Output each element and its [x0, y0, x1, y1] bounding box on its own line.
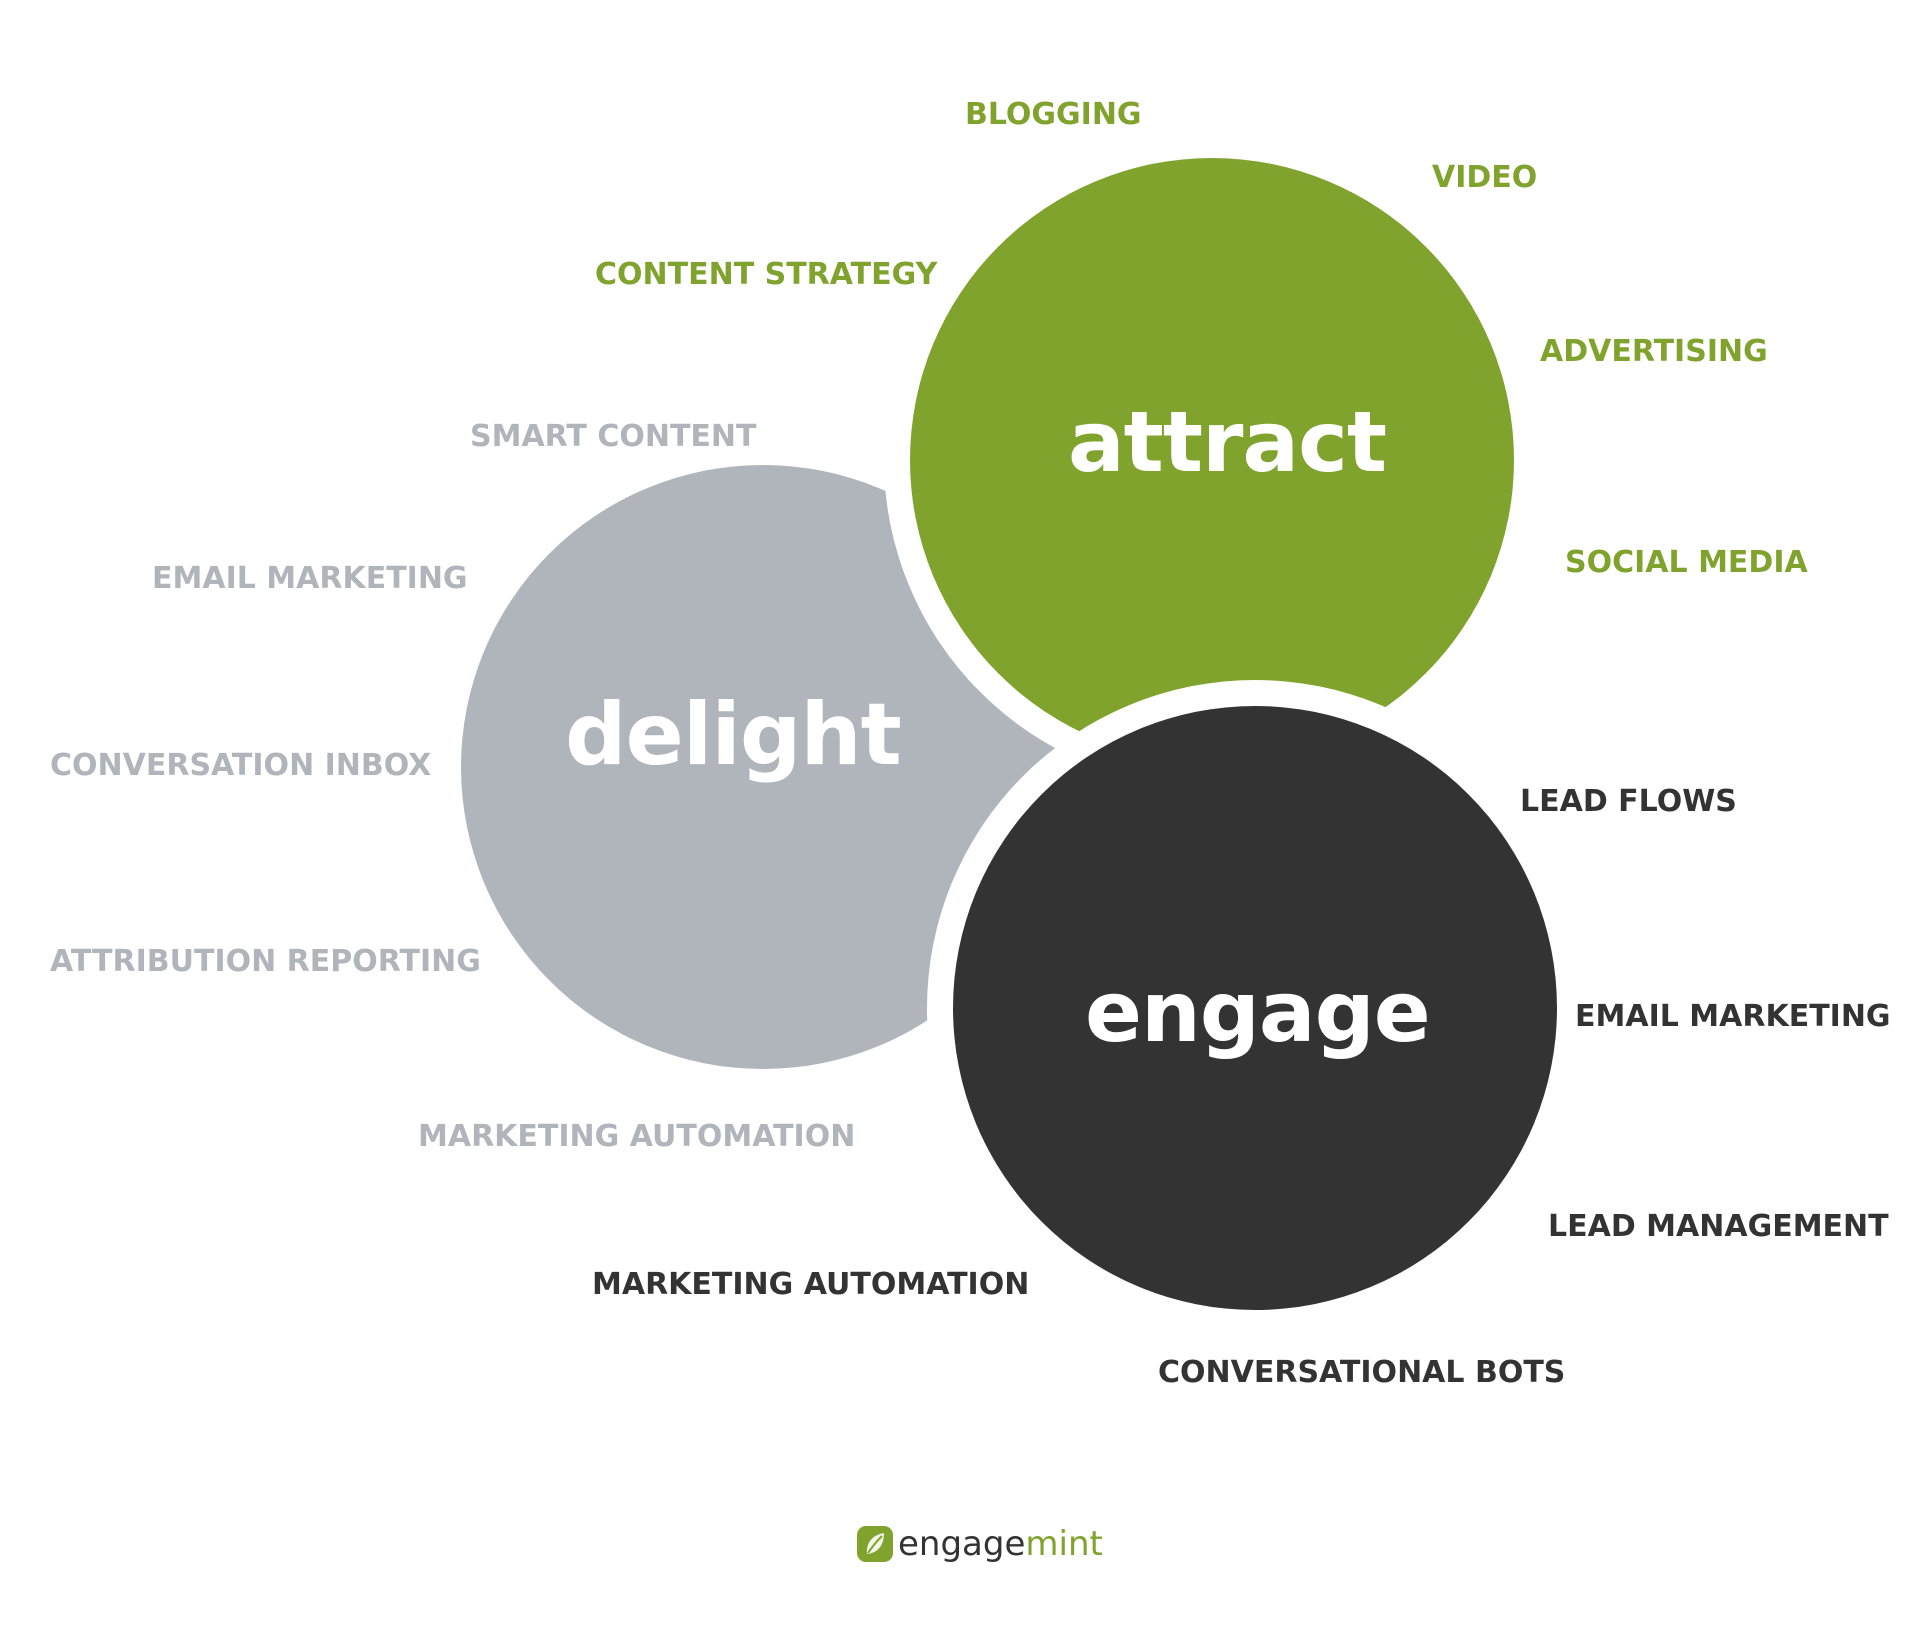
- label-conversation-inbox: CONVERSATION INBOX: [50, 748, 432, 783]
- engage-circle: [953, 706, 1557, 1310]
- label-marketing-automation-engage: MARKETING AUTOMATION: [592, 1267, 1030, 1302]
- logo-engage-text: engage: [898, 1524, 1026, 1564]
- engagemint-logo: engagemint: [856, 1525, 1103, 1563]
- delight-title: delight: [565, 685, 902, 785]
- logo-wordmark: engagemint: [898, 1527, 1103, 1561]
- leaf-icon: [857, 1526, 893, 1562]
- engage-title: engage: [1085, 963, 1431, 1061]
- label-conversational-bots: CONVERSATIONAL BOTS: [1158, 1355, 1566, 1390]
- attract-title: attract: [1068, 393, 1387, 491]
- label-email-marketing-delight: EMAIL MARKETING: [152, 561, 468, 596]
- attract-circle: [910, 158, 1514, 762]
- label-lead-flows: LEAD FLOWS: [1520, 784, 1737, 819]
- label-lead-management: LEAD MANAGEMENT: [1548, 1209, 1889, 1244]
- logo-mint-text: mint: [1025, 1524, 1103, 1564]
- delight-circle: [461, 465, 1065, 1069]
- label-advertising: ADVERTISING: [1540, 334, 1768, 369]
- label-marketing-automation-delight: MARKETING AUTOMATION: [418, 1119, 856, 1154]
- label-social-media: SOCIAL MEDIA: [1565, 545, 1808, 580]
- label-email-marketing-engage: EMAIL MARKETING: [1575, 999, 1891, 1034]
- label-attribution-reporting: ATTRIBUTION REPORTING: [50, 944, 481, 979]
- label-video: VIDEO: [1432, 160, 1538, 195]
- label-smart-content: SMART CONTENT: [470, 419, 757, 454]
- label-content-strategy: CONTENT STRATEGY: [595, 257, 938, 292]
- label-blogging: BLOGGING: [965, 97, 1142, 132]
